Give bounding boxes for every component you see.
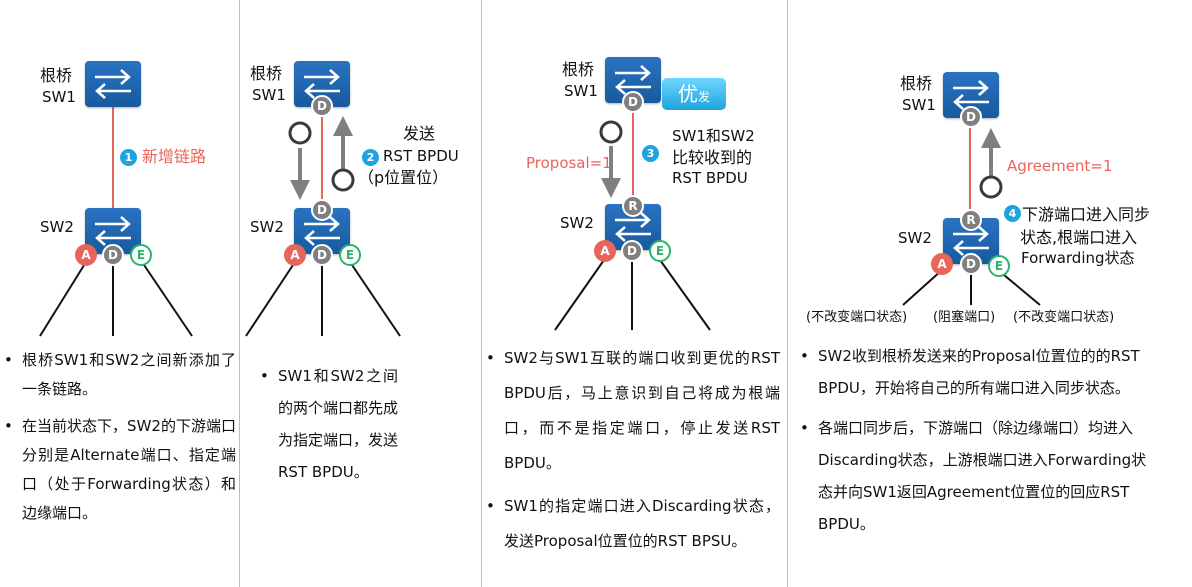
p1-bullet-2: 在当前状态下，SW2的下游端口分别是Alternate端口、指定端口（处于For…	[2, 412, 236, 528]
p2-root-label: 根桥	[250, 64, 283, 83]
p1-root-label: 根桥	[40, 66, 73, 85]
p3-cmp-line2: 比较收到的	[672, 148, 753, 167]
p3-port-designated: D	[621, 240, 643, 262]
p4-sw1-label: SW1	[902, 96, 936, 114]
p3-step-badge: 3	[642, 145, 659, 162]
p3-sw1-label: SW1	[564, 82, 598, 100]
divider-1	[239, 0, 240, 587]
p2-port-alternate: A	[284, 244, 306, 266]
p3-root-label: 根桥	[562, 60, 595, 79]
switch-arrows-icon	[95, 69, 131, 99]
p4-notes: SW2收到根桥发送来的Proposal位置位的的RST BPDU，开始将自己的所…	[798, 340, 1154, 548]
p2-bullet-1: SW1和SW2之间的两个端口都先成为指定端口，发送 RST BPDU。	[258, 360, 398, 488]
p2-send-line1: 发送	[403, 124, 436, 143]
p4-bullet-2: 各端口同步后，下游端口（除边缘端口）均进入Discarding状态，上游根端口进…	[798, 412, 1154, 540]
p1-port-edge: E	[130, 244, 152, 266]
p2-step-badge: 2	[362, 149, 379, 166]
p1-step-badge: 1	[120, 149, 137, 166]
p3-sw1-port-designated: D	[622, 91, 644, 113]
p4-sw2-label: SW2	[898, 229, 932, 247]
p3-badge-main: 优	[677, 82, 698, 106]
p1-port-alternate: A	[75, 244, 97, 266]
p3-bullet-2: SW1的指定端口进入Discarding状态，发送Proposal位置位的RST…	[484, 489, 780, 559]
switch-arrows-icon	[615, 212, 651, 242]
p4-state-mid: (阻塞端口)	[933, 310, 996, 325]
p3-cmp-line1: SW1和SW2	[672, 127, 755, 145]
p3-superior-badge: 优发	[662, 78, 726, 110]
p4-agreement-label: Agreement=1	[1007, 157, 1113, 175]
p1-sw1-switch-icon	[85, 61, 141, 107]
p2-sw1-port-designated: D	[311, 95, 333, 117]
p4-sync-line2: 状态,根端口进入	[1020, 228, 1138, 247]
p1-bullet-1: 根桥SW1和SW2之间新添加了一条链路。	[2, 346, 236, 404]
p2-port-edge: E	[339, 244, 361, 266]
p2-sw2-label: SW2	[250, 218, 284, 236]
p3-port-alternate: A	[594, 240, 616, 262]
p3-sw2-label: SW2	[560, 214, 594, 232]
p2-bpdu-ball-2	[331, 168, 355, 192]
switch-arrows-icon	[95, 216, 131, 246]
p3-badge-sub: 发	[697, 90, 710, 104]
p3-port-edge: E	[649, 240, 671, 262]
p4-agreement-ball	[979, 175, 1003, 199]
p4-state-left: (不改变端口状态)	[806, 310, 908, 325]
switch-arrows-icon	[304, 216, 340, 246]
p4-step-badge: 4	[1004, 205, 1021, 222]
switch-arrows-icon	[953, 226, 989, 256]
p2-port-designated: D	[311, 244, 333, 266]
p4-sw2-port-root: R	[960, 209, 982, 231]
p2-sw2-port-designated-up: D	[311, 199, 333, 221]
p2-send-line3: （p位置位）	[358, 168, 449, 187]
switch-arrows-icon	[615, 65, 651, 95]
p1-sw2-label: SW2	[40, 218, 74, 236]
p3-notes: SW2与SW1互联的端口收到更优的RST BPDU后，马上意识到自己将成为根端口…	[484, 341, 780, 567]
p3-proposal-label: Proposal=1	[526, 154, 612, 172]
p4-sync-line3: Forwarding状态	[1021, 249, 1135, 267]
p2-sw1-label: SW1	[252, 86, 286, 104]
p4-sync-line1: 下游端口进入同步	[1022, 205, 1151, 224]
p1-port-designated: D	[102, 244, 124, 266]
p4-port-alternate: A	[931, 253, 953, 275]
p4-down-link-a	[902, 269, 943, 306]
p3-down-link-a	[554, 259, 605, 331]
p4-down-link-e	[997, 269, 1041, 306]
p2-down-link-a	[245, 261, 296, 337]
p3-down-link-e	[659, 259, 711, 331]
p3-proposal-ball	[599, 120, 623, 144]
p2-send-line2: RST BPDU	[383, 147, 459, 165]
p4-port-edge: E	[988, 255, 1010, 277]
p4-root-label: 根桥	[900, 74, 933, 93]
p2-bpdu-ball-1	[288, 121, 312, 145]
p2-notes: SW1和SW2之间的两个端口都先成为指定端口，发送 RST BPDU。	[258, 360, 398, 496]
p4-sw1-port-designated: D	[960, 106, 982, 128]
p4-port-designated: D	[960, 253, 982, 275]
p3-sw2-port-root: R	[622, 195, 644, 217]
p1-down-link-e	[141, 261, 193, 337]
p4-bullet-1: SW2收到根桥发送来的Proposal位置位的的RST BPDU，开始将自己的所…	[798, 340, 1154, 404]
divider-2	[481, 0, 482, 587]
switch-arrows-icon	[304, 69, 340, 99]
p3-cmp-line3: RST BPDU	[672, 169, 748, 187]
p4-state-right: (不改变端口状态)	[1013, 310, 1115, 325]
p1-link-label: 新增链路	[142, 147, 207, 166]
switch-arrows-icon	[953, 80, 989, 110]
divider-3	[787, 0, 788, 587]
p1-notes: 根桥SW1和SW2之间新添加了一条链路。 在当前状态下，SW2的下游端口分别是A…	[2, 346, 236, 536]
p1-sw1-label: SW1	[42, 88, 76, 106]
p3-bullet-1: SW2与SW1互联的端口收到更优的RST BPDU后，马上意识到自己将成为根端口…	[484, 341, 780, 481]
p1-down-link-a	[39, 261, 87, 337]
p2-down-link-e	[349, 261, 401, 337]
